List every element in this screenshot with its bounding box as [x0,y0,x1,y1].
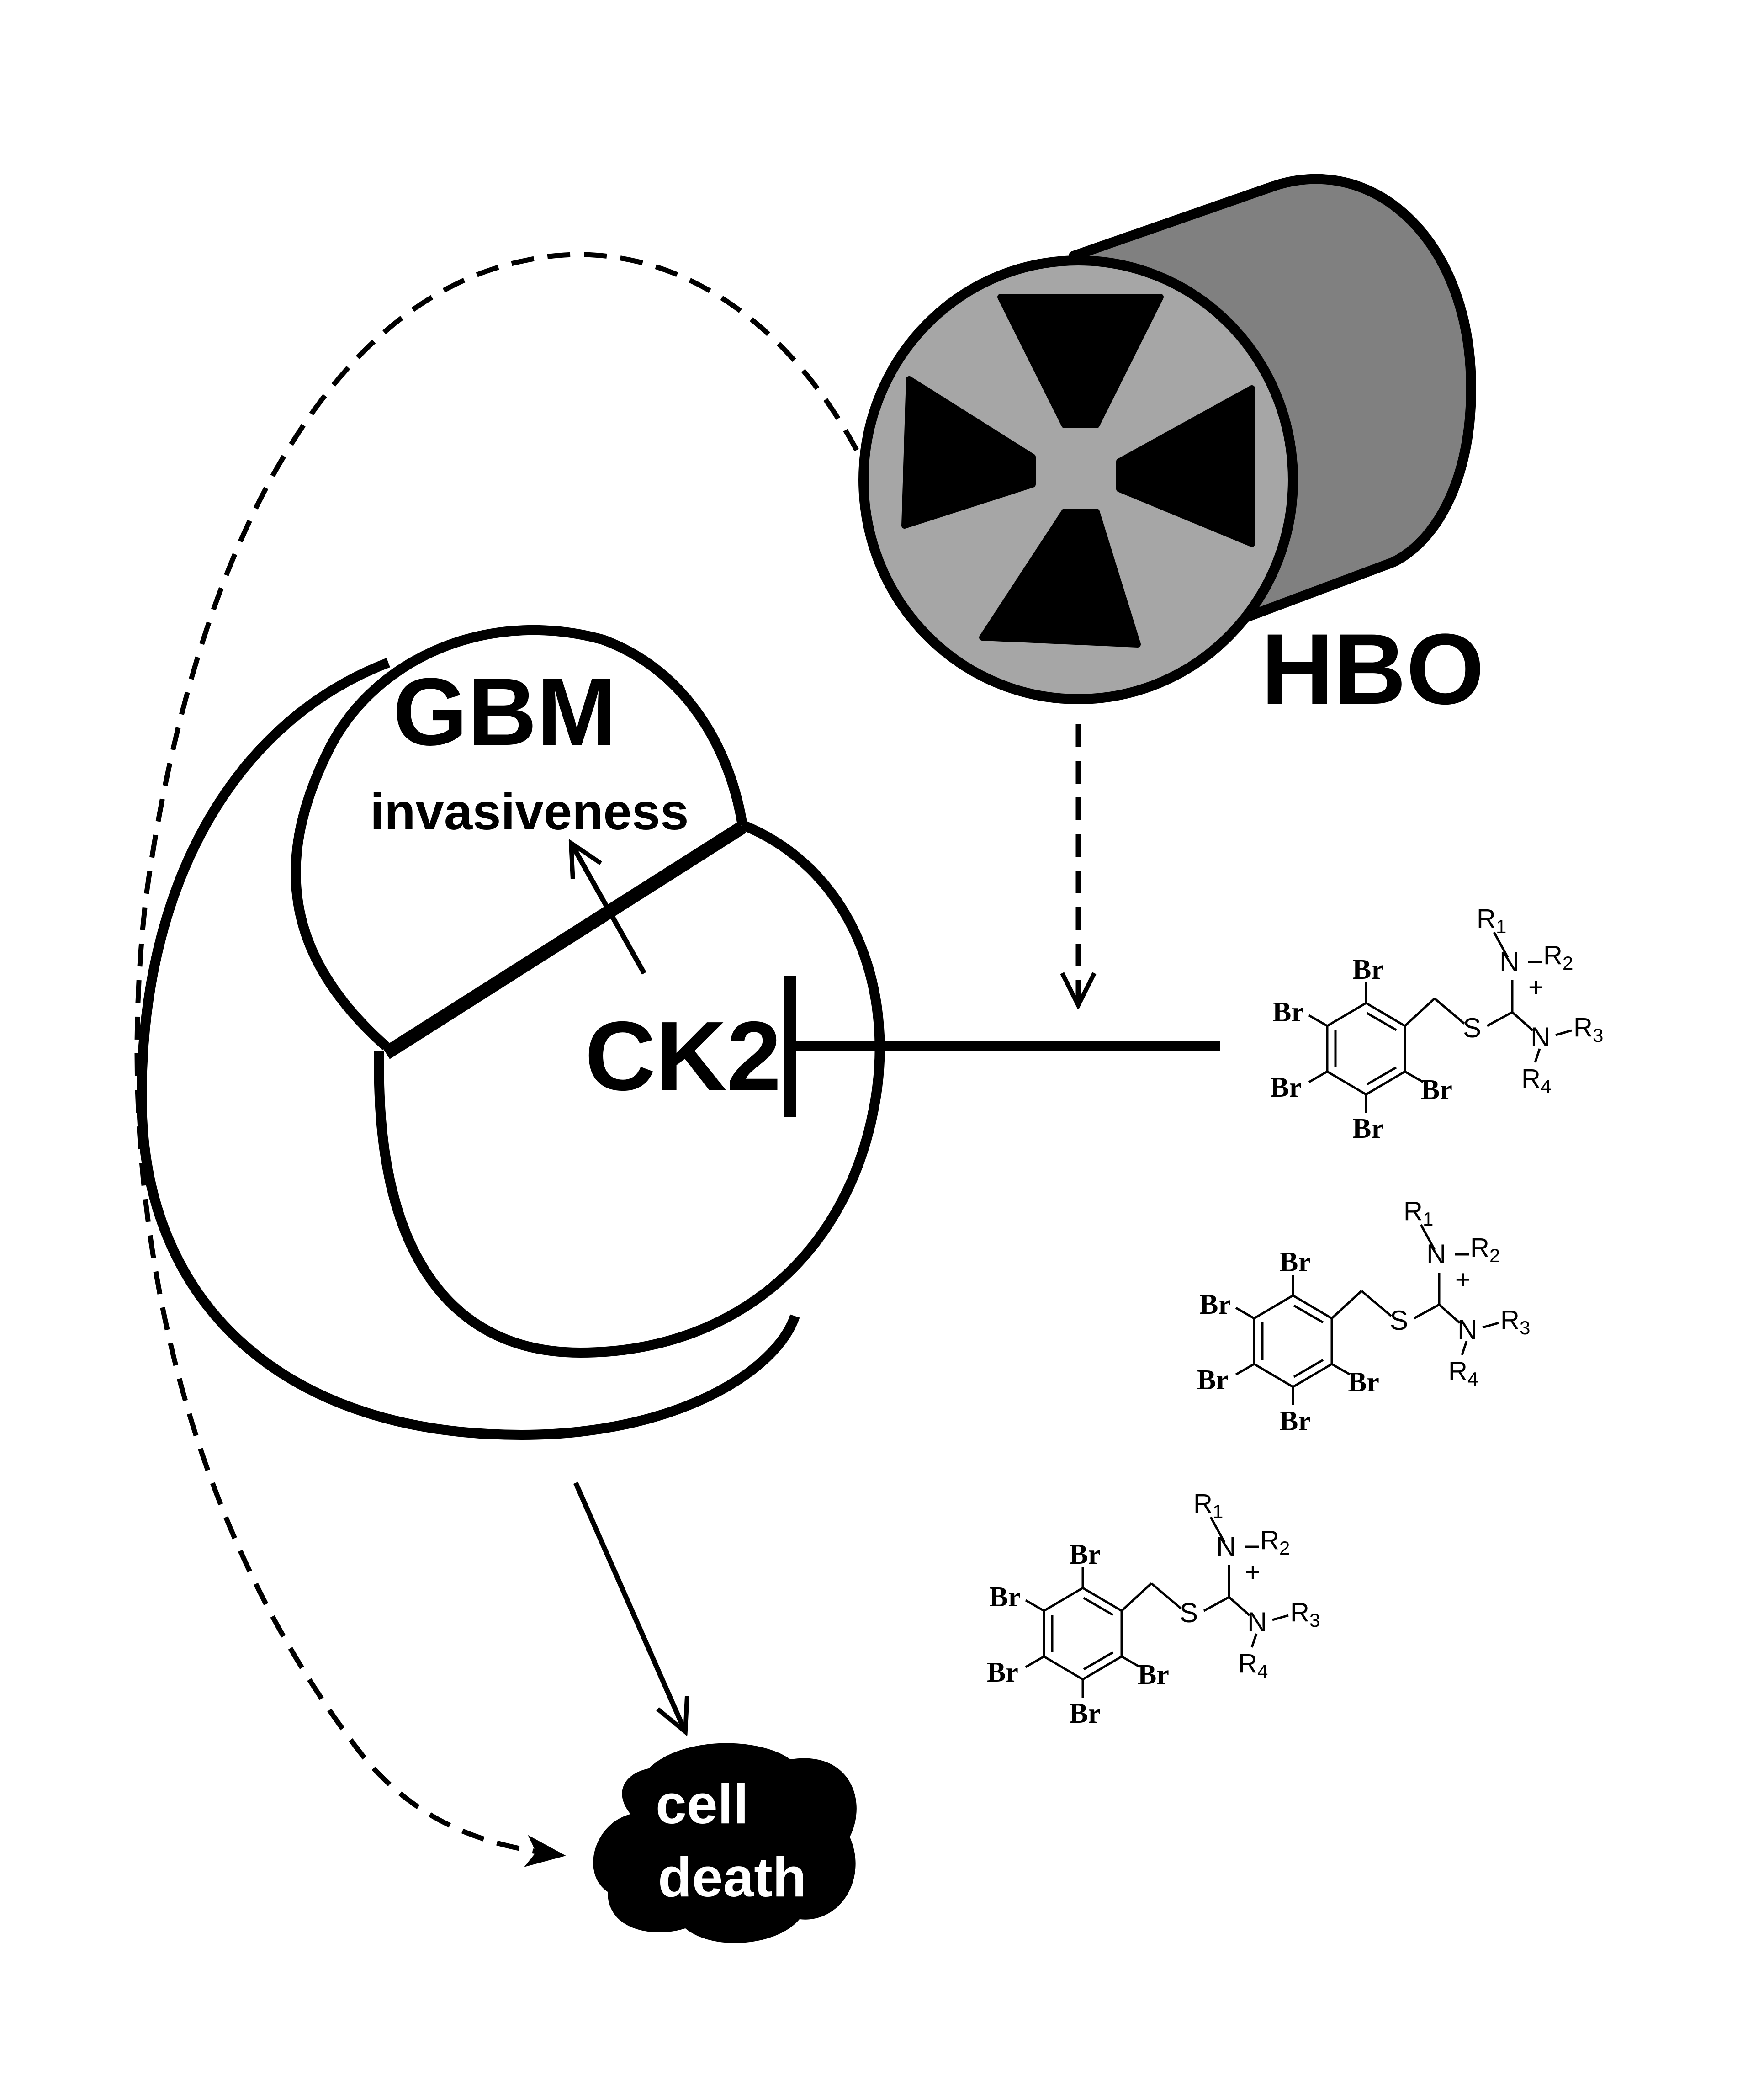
gbm-label: GBM [393,658,617,765]
outer-cell-membrane [136,658,800,1440]
cell-divider [382,821,747,1059]
upper-lobe-membrane [291,625,747,1051]
compound-2 [1197,1196,1530,1437]
lower-lobe-membrane [374,820,885,1358]
cell-death-line1: cell [656,1773,749,1835]
hbo-cylinder-face [858,255,1298,704]
cell-death-line2: death [658,1846,806,1908]
compound-1 [1270,904,1603,1144]
compound-3 [987,1489,1320,1729]
hbo-to-cell-death-dashed-arrow [134,252,859,1867]
blob-icon [593,1743,857,1943]
invasiveness-label: invasiveness [370,783,689,840]
hbo-chamber: HBO [858,174,1484,725]
ck2-inhibition [784,976,1220,1117]
ck2-to-invasiveness-arrow [571,843,646,975]
hbo-label: HBO [1261,613,1484,725]
cell-to-death-arrow [573,1481,685,1732]
cell-death: cell death [593,1743,857,1943]
ck2-label: CK2 [585,1001,781,1111]
gbm-cell [136,625,885,1440]
radiation-trefoil-icon [901,294,1255,648]
